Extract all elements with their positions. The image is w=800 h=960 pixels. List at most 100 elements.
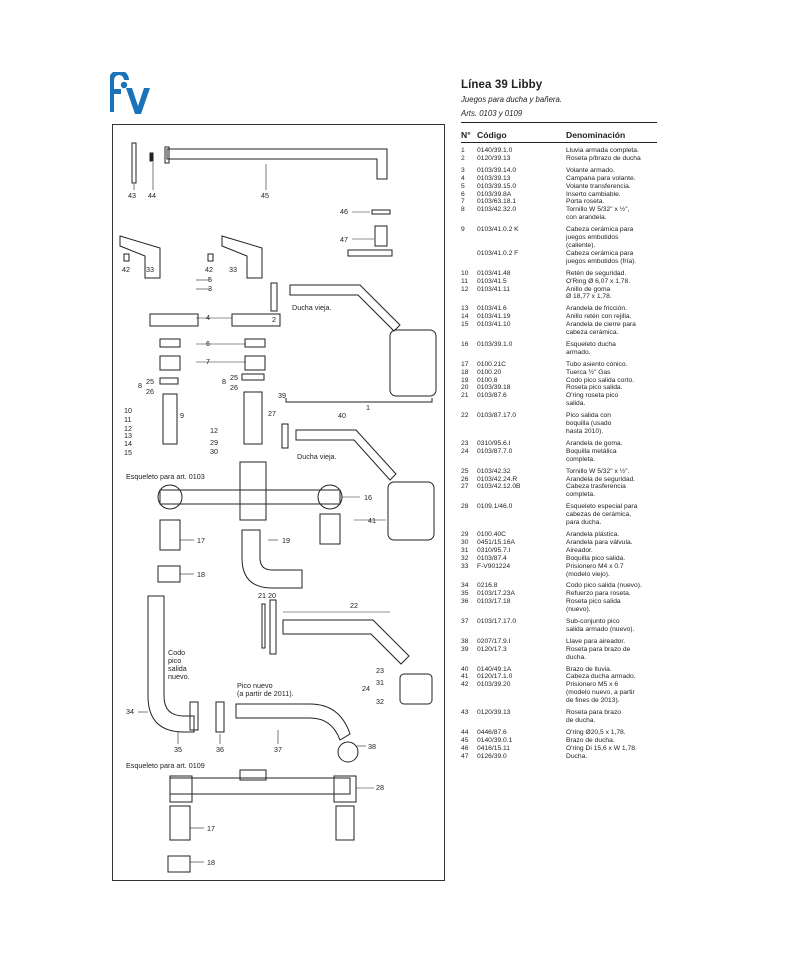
label-40: 40 xyxy=(338,411,346,420)
row-code: 0310/95.7.I xyxy=(477,546,511,554)
row-number: 37 xyxy=(461,618,469,626)
row-description-line: Tuerca ½" Gas xyxy=(566,368,611,376)
label-12a: 12 xyxy=(124,424,132,433)
label-27: 27 xyxy=(268,409,276,418)
row-description-line: Aireador. xyxy=(566,546,593,554)
row-description-line: Retén de seguridad. xyxy=(566,269,627,277)
label-11: 11 xyxy=(124,415,131,424)
row-description-line: de ducha. xyxy=(566,717,596,724)
row-code: 0103/42.32.0 xyxy=(477,206,517,214)
row-code: 0140/39.0.1 xyxy=(477,736,513,744)
row-code: 0103/17.17.0 xyxy=(477,618,517,626)
row-description: Ducha. xyxy=(566,753,658,761)
row-number: 16 xyxy=(461,340,469,348)
row-number: 34 xyxy=(461,582,469,590)
row-number: 41 xyxy=(461,673,469,681)
row-description-line: Roseta pico salida xyxy=(566,598,621,606)
label-7: 7 xyxy=(206,357,210,366)
row-code: 0451/15.16A xyxy=(477,538,515,546)
row-description: Arandela para válvula. xyxy=(566,539,658,547)
row-code: 0100.20 xyxy=(477,368,502,376)
row-number: 2 xyxy=(461,154,465,162)
row-description: Tuerca ½" Gas xyxy=(566,369,658,377)
row-code: 0103/41.11 xyxy=(477,285,510,293)
label-19: 19 xyxy=(282,536,290,545)
label-15: 15 xyxy=(124,448,132,457)
row-description-line: Arandela de seguridad. xyxy=(566,475,636,483)
label-3: 3 xyxy=(208,284,212,293)
row-number: 9 xyxy=(461,226,465,234)
row-number: 13 xyxy=(461,305,469,313)
row-description-line: O'ring Di 15,6 x W 1,78. xyxy=(566,744,637,752)
row-code: 0103/63.18.1 xyxy=(477,198,517,206)
row-description-line: Cabeza trasferencia xyxy=(566,483,626,491)
note-esqueleto-0109: Esqueleto para art. 0109 xyxy=(126,761,205,770)
row-description-line: Ducha. xyxy=(566,752,588,760)
row-number: 39 xyxy=(461,645,469,653)
label-37: 37 xyxy=(274,745,282,754)
row-number: 21 xyxy=(461,392,469,400)
label-17b: 17 xyxy=(207,824,215,833)
row-description-line: Esqueleto ducha xyxy=(566,340,616,348)
row-description-line: Roseta p/brazo de ducha xyxy=(566,154,641,162)
row-code: 0103/39.13 xyxy=(477,174,511,182)
row-number: 32 xyxy=(461,554,469,562)
row-code: 0103/41.0.2 K xyxy=(477,226,519,234)
header-code: Código xyxy=(477,130,507,140)
label-41: 41 xyxy=(368,516,376,525)
row-description: Lluvia armada completa. xyxy=(566,147,658,155)
row-description-line: Prisionero M5 x 6 xyxy=(566,681,619,689)
row-number: 17 xyxy=(461,360,469,368)
row-code: 0120/17.3 xyxy=(477,645,507,653)
label-22: 22 xyxy=(350,601,358,610)
row-number: 5 xyxy=(461,182,465,190)
label-14: 14 xyxy=(124,439,132,448)
row-description-line: Brazo de lluvia. xyxy=(566,665,612,673)
row-description-line: salida. xyxy=(566,400,586,408)
row-description-line: Sub-conjunto pico xyxy=(566,618,620,626)
row-description-line: (modelo viejo). xyxy=(566,570,610,578)
row-description-line: completa. xyxy=(566,491,595,499)
row-description-line: Campana para volante. xyxy=(566,174,636,182)
row-number: 38 xyxy=(461,637,469,645)
row-number: 10 xyxy=(461,269,469,277)
label-26a: 26 xyxy=(146,387,154,396)
label-21: 21 xyxy=(258,591,266,600)
row-description: Aireador. xyxy=(566,547,658,555)
label-25a: 25 xyxy=(146,377,154,386)
label-43: 43 xyxy=(128,191,136,200)
parts-table-header: N° Código Denominación xyxy=(461,128,657,143)
row-description-line: Volante transferencia. xyxy=(566,182,631,190)
row-description-line: cabeza cerámica. xyxy=(566,329,619,337)
row-description-line: ducha. xyxy=(566,653,587,661)
label-10: 10 xyxy=(124,406,132,415)
row-number: 40 xyxy=(461,665,469,673)
row-description: Roseta pico salida. xyxy=(566,384,658,392)
row-description: Brazo de ducha. xyxy=(566,737,658,745)
note-ducha-vieja-2: Ducha vieja. xyxy=(297,452,337,461)
row-description-line: O'ring roseta pico xyxy=(566,392,619,400)
row-description-line: salida armado (nuevo). xyxy=(566,625,635,633)
row-code: 0140/39.1.0 xyxy=(477,147,513,154)
row-code: 0103/87.6 xyxy=(477,392,507,400)
row-description-line: Boquilla metálica xyxy=(566,447,617,455)
row-code: 0100.40C xyxy=(477,530,507,538)
